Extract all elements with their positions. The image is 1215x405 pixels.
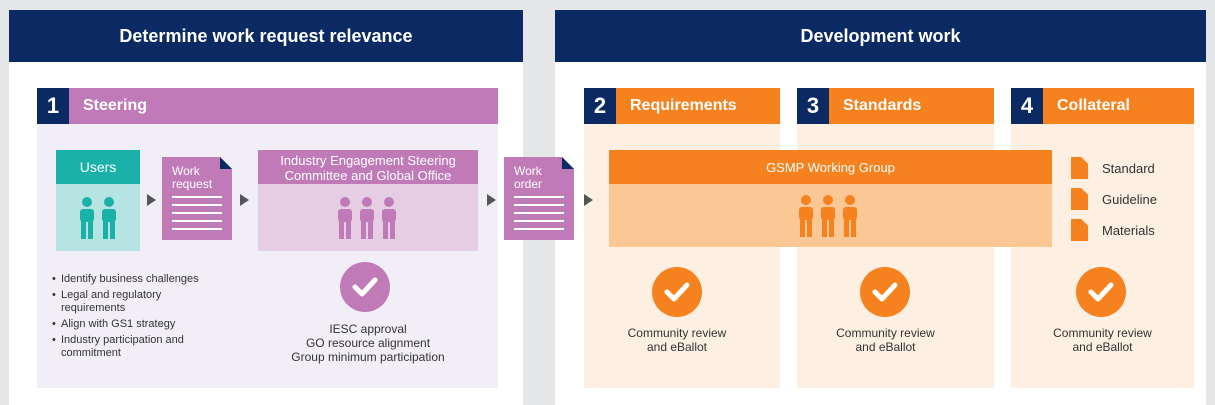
step-3-label: Standards bbox=[829, 88, 994, 124]
document-icon bbox=[162, 157, 232, 240]
checkmark-icon bbox=[872, 282, 898, 302]
doc-line bbox=[172, 220, 222, 222]
doc-line bbox=[514, 204, 564, 206]
iesc-approval-check bbox=[340, 262, 390, 312]
legend-guideline-label: Guideline bbox=[1102, 191, 1157, 207]
legend-standard-label: Standard bbox=[1102, 160, 1155, 176]
caption-line: Community review bbox=[627, 326, 727, 340]
list-item: Legal and regulatory requirements bbox=[52, 289, 202, 315]
users-box-title: Users bbox=[56, 150, 140, 184]
document-icon bbox=[1071, 188, 1088, 210]
document-icon bbox=[504, 157, 574, 240]
document-icon bbox=[1071, 219, 1088, 241]
phase-header-left: Determine work request relevance bbox=[9, 10, 523, 62]
step-4-label: Collateral bbox=[1043, 88, 1194, 124]
legend-materials-label: Materials bbox=[1102, 222, 1155, 238]
doc-line bbox=[172, 196, 222, 198]
people-icon bbox=[80, 197, 116, 239]
steering-bullet-list: Identify business challenges Legal and r… bbox=[52, 273, 242, 363]
work-request-line1: Work bbox=[172, 164, 200, 178]
collateral-check bbox=[1076, 267, 1126, 317]
step-1-label: Steering bbox=[69, 88, 498, 124]
iesc-caption: IESC approval GO resource alignment Grou… bbox=[258, 322, 478, 364]
step-4-number: 4 bbox=[1011, 88, 1043, 124]
iesc-caption-line: Group minimum participation bbox=[291, 350, 445, 364]
caption-line: and eBallot bbox=[855, 340, 916, 354]
step-3-number: 3 bbox=[797, 88, 829, 124]
iesc-caption-line: IESC approval bbox=[329, 322, 407, 336]
people-icon bbox=[338, 197, 396, 239]
phase-header-right: Development work bbox=[555, 10, 1206, 62]
requirements-check bbox=[652, 267, 702, 317]
arrow-right-icon bbox=[240, 194, 249, 206]
doc-line bbox=[514, 228, 564, 230]
checkmark-icon bbox=[352, 277, 378, 297]
standards-caption: Community review and eBallot bbox=[797, 326, 974, 354]
gsmp-box-title: GSMP Working Group bbox=[609, 150, 1052, 184]
doc-line bbox=[172, 212, 222, 214]
work-request-line2: request bbox=[172, 177, 213, 191]
iesc-line1: Industry Engagement Steering bbox=[280, 153, 456, 168]
arrow-right-icon bbox=[584, 194, 593, 206]
legend-standard: Standard bbox=[1071, 157, 1155, 179]
checkmark-icon bbox=[664, 282, 690, 302]
caption-line: Community review bbox=[836, 326, 935, 340]
step-2-number: 2 bbox=[584, 88, 616, 124]
doc-line bbox=[172, 228, 222, 230]
step-2-label: Requirements bbox=[616, 88, 780, 124]
document-icon bbox=[1071, 157, 1088, 179]
doc-line bbox=[514, 212, 564, 214]
caption-line: Community review bbox=[1053, 326, 1152, 340]
checkmark-icon bbox=[1088, 282, 1114, 302]
caption-line: and eBallot bbox=[1072, 340, 1133, 354]
collateral-caption: Community review and eBallot bbox=[1011, 326, 1194, 354]
doc-line bbox=[172, 204, 222, 206]
iesc-caption-line: GO resource alignment bbox=[305, 336, 431, 350]
arrow-right-icon bbox=[147, 194, 156, 206]
work-order-line1: Work bbox=[514, 164, 542, 178]
caption-line: and eBallot bbox=[646, 340, 708, 354]
doc-line bbox=[514, 196, 564, 198]
gsmp-box bbox=[609, 184, 1052, 247]
list-item: Industry participation and commitment bbox=[52, 334, 202, 360]
work-order-line2: order bbox=[514, 177, 543, 191]
people-icon bbox=[799, 195, 857, 237]
requirements-caption: Community review and eBallot bbox=[584, 326, 770, 354]
list-item: Identify business challenges bbox=[52, 273, 242, 286]
iesc-box bbox=[258, 184, 478, 251]
step-1-number: 1 bbox=[37, 88, 69, 124]
doc-line bbox=[514, 220, 564, 222]
legend-materials: Materials bbox=[1071, 219, 1155, 241]
iesc-line2: Committee and Global Office bbox=[284, 168, 452, 183]
list-item: Align with GS1 strategy bbox=[52, 318, 242, 331]
standards-check bbox=[860, 267, 910, 317]
arrow-right-icon bbox=[487, 194, 496, 206]
users-box bbox=[56, 184, 140, 251]
legend-guideline: Guideline bbox=[1071, 188, 1157, 210]
